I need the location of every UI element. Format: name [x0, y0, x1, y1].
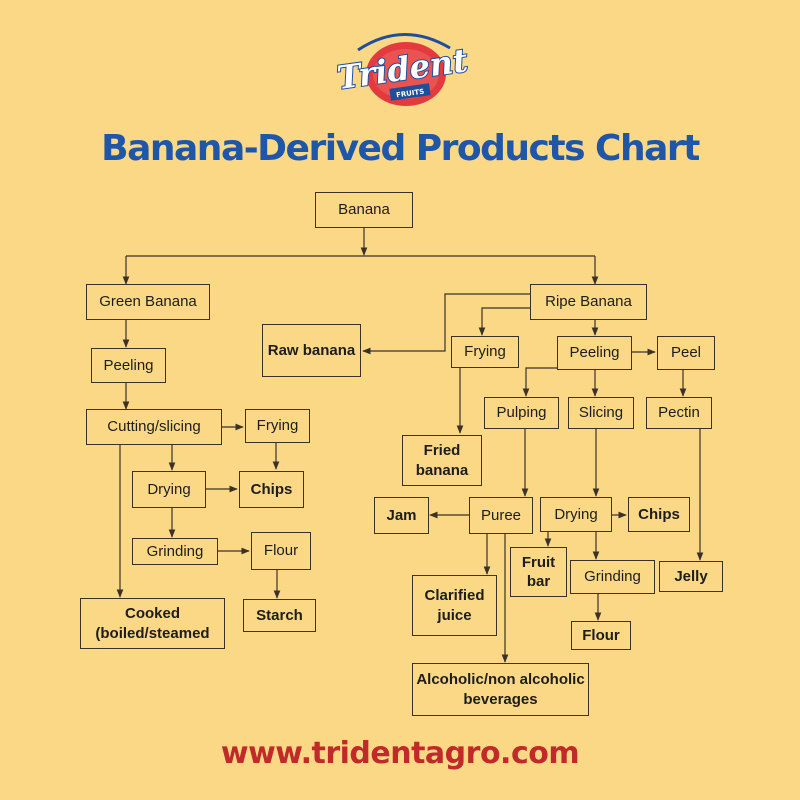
- node-pulping: Pulping: [484, 397, 559, 429]
- node-jelly: Jelly: [659, 561, 723, 592]
- node-slicing: Slicing: [568, 397, 634, 429]
- node-fried-banana: Fried banana: [402, 435, 482, 486]
- page-title: Banana-Derived Products Chart: [101, 128, 700, 169]
- node-drying-green: Drying: [132, 471, 206, 508]
- node-raw-banana: Raw banana: [262, 324, 361, 377]
- node-green-banana: Green Banana: [86, 284, 210, 320]
- node-beverages: Alcoholic/non alcoholic beverages: [412, 663, 589, 716]
- node-ripe-banana: Ripe Banana: [530, 284, 647, 320]
- node-cutting-slicing: Cutting/slicing: [86, 409, 222, 445]
- node-starch: Starch: [243, 599, 316, 632]
- node-frying-green: Frying: [245, 409, 310, 443]
- node-chips-ripe: Chips: [628, 497, 690, 532]
- node-grinding-green: Grinding: [132, 538, 218, 565]
- node-peeling-green: Peeling: [91, 348, 166, 383]
- node-jam: Jam: [374, 497, 429, 534]
- node-clarified-juice: Clarified juice: [412, 575, 497, 636]
- node-flour-ripe: Flour: [571, 621, 631, 650]
- trident-logo: Trident FRUITS: [334, 33, 471, 106]
- node-peel: Peel: [657, 336, 715, 370]
- node-chips-green: Chips: [239, 471, 304, 508]
- website-url: www.tridentagro.com: [220, 736, 580, 771]
- node-banana: Banana: [315, 192, 413, 228]
- svg-text:FRUITS: FRUITS: [396, 88, 425, 100]
- node-frying-ripe: Frying: [451, 336, 519, 368]
- node-drying-ripe: Drying: [540, 497, 612, 532]
- node-fruit-bar: Fruit bar: [510, 547, 567, 597]
- node-cooked: Cooked (boiled/steamed: [80, 598, 225, 649]
- node-peeling-ripe: Peeling: [557, 336, 632, 370]
- node-grinding-ripe: Grinding: [570, 560, 655, 594]
- node-puree: Puree: [469, 497, 533, 534]
- node-flour-green: Flour: [251, 532, 311, 570]
- node-pectin: Pectin: [646, 397, 712, 429]
